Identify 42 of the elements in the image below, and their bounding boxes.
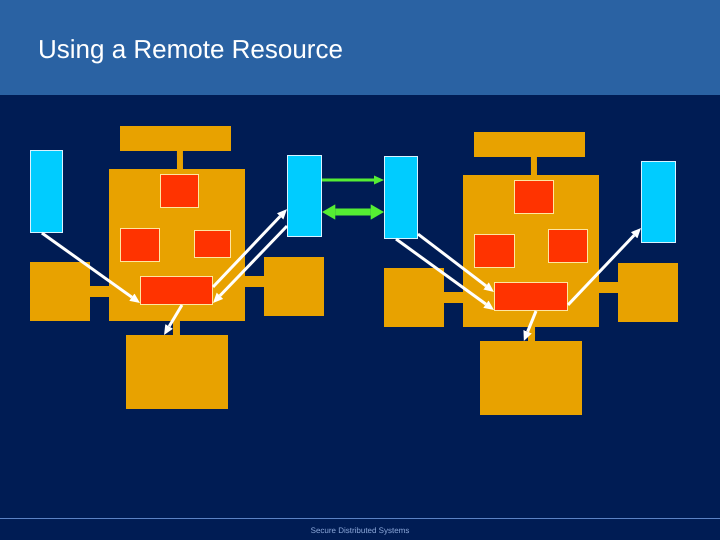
peripheral-box bbox=[618, 263, 678, 322]
component-box bbox=[160, 174, 199, 208]
arrow bbox=[41, 232, 140, 303]
machine-box bbox=[463, 175, 599, 327]
peripheral-box bbox=[264, 257, 324, 316]
slide-title: Using a Remote Resource bbox=[38, 34, 343, 64]
connector-bar bbox=[172, 320, 180, 336]
component-box bbox=[548, 229, 588, 263]
top-box bbox=[474, 132, 585, 157]
peripheral-box bbox=[30, 262, 90, 321]
component-box bbox=[514, 180, 554, 214]
arrow bbox=[395, 238, 494, 310]
resource-box bbox=[30, 150, 63, 233]
bottom-box bbox=[126, 335, 228, 409]
arrow bbox=[523, 310, 538, 341]
resource-box bbox=[287, 155, 322, 237]
double-arrow bbox=[322, 204, 384, 220]
arrow bbox=[322, 176, 384, 184]
component-box bbox=[474, 234, 515, 268]
resource-box bbox=[641, 161, 676, 243]
arrow bbox=[212, 209, 287, 288]
connector-bar bbox=[528, 326, 536, 342]
component-box bbox=[194, 230, 231, 258]
peripheral-box bbox=[384, 268, 444, 327]
connector-bar bbox=[176, 150, 183, 169]
resource-box bbox=[384, 156, 418, 239]
connector-bar bbox=[599, 282, 618, 293]
connector-bar bbox=[444, 292, 463, 303]
arrow bbox=[164, 304, 184, 335]
component-box bbox=[140, 276, 213, 305]
arrow bbox=[566, 228, 641, 306]
component-box bbox=[120, 228, 160, 262]
component-box bbox=[494, 282, 568, 311]
arrow bbox=[213, 224, 288, 303]
machine-box bbox=[109, 169, 245, 321]
connector-bar bbox=[530, 156, 537, 175]
connector-bar bbox=[245, 276, 264, 287]
arrow bbox=[417, 232, 494, 292]
connector-bar bbox=[90, 286, 109, 297]
footer-text: Secure Distributed Systems bbox=[310, 526, 410, 535]
top-box bbox=[120, 126, 231, 151]
bottom-box bbox=[480, 341, 582, 415]
